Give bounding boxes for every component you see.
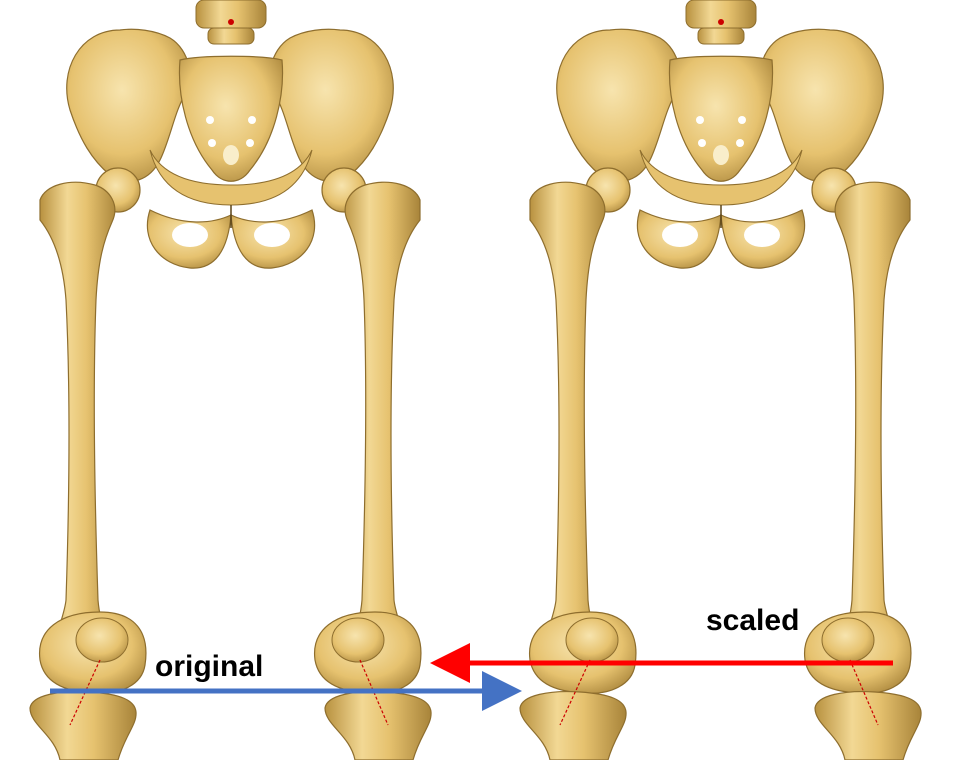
scaled-label: scaled [706,604,800,637]
original-label: original [155,650,264,683]
scaled-skeleton [519,0,922,760]
original-skeleton [29,0,432,760]
